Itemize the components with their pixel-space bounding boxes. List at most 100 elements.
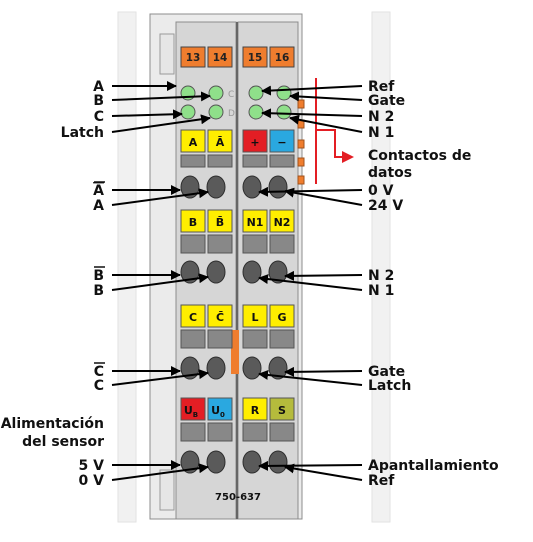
terminal-number-row: 13 14 15 16	[180, 46, 295, 68]
chip-minus	[269, 129, 295, 153]
chip-b-bar	[207, 209, 233, 233]
label-n2-mid: N 2	[368, 268, 394, 284]
label-latch-mid: Latch	[368, 378, 411, 394]
clamp	[206, 356, 226, 380]
label-n1-mid: N 1	[368, 283, 394, 299]
left-arrows	[111, 81, 211, 481]
clamp	[206, 260, 226, 284]
chip-g	[269, 304, 295, 328]
clamp	[206, 450, 226, 474]
chip-u0	[207, 397, 233, 421]
label-c-plain: C	[94, 378, 104, 394]
label-b-bar: B	[93, 268, 104, 284]
label-b: B	[93, 93, 104, 109]
clamp	[206, 175, 226, 199]
terminal-number-13-label: 13	[186, 52, 201, 64]
clamp	[180, 175, 200, 199]
clamp	[268, 175, 288, 199]
label-latch: Latch	[61, 125, 104, 141]
chip-n1	[242, 209, 268, 233]
label-gate-mid: Gate	[368, 364, 405, 380]
chip-c-label: C	[189, 311, 197, 324]
label-ref-bottom: Ref	[368, 473, 395, 489]
led-letter-d: D	[228, 109, 235, 119]
terminal-number-16	[269, 46, 295, 68]
chip-ub	[180, 397, 206, 421]
chip-l	[242, 304, 268, 328]
clamp	[242, 450, 262, 474]
chip-minus-label: −	[277, 136, 286, 149]
chip-row-1: A Ā + −	[180, 129, 295, 153]
led-letter-c: C	[228, 90, 234, 100]
label-ref-top: Ref	[368, 79, 395, 95]
chip-s-label: S	[278, 404, 286, 417]
chip-r-label: R	[251, 404, 260, 417]
chip-s	[269, 397, 295, 421]
status-led	[208, 104, 224, 120]
label-24v: 24 V	[368, 198, 403, 214]
right-arrows	[258, 85, 363, 481]
label-power-line1: Alimentación	[1, 416, 104, 432]
terminal-number-16-label: 16	[275, 52, 290, 64]
label-a-bar: A	[93, 183, 104, 199]
chip-row-2: B B̄ N1 N2	[180, 209, 295, 233]
label-0v: 0 V	[79, 473, 105, 489]
chip-b-label: B	[189, 216, 197, 229]
chip-n2	[269, 209, 295, 233]
label-n1-top: N 1	[368, 125, 394, 141]
terminal-number-14	[207, 46, 233, 68]
left-labels: A B C Latch A A B B C C Alimentación del…	[1, 79, 105, 489]
chip-u0-label: U0	[211, 404, 225, 419]
right-labels: Ref Gate N 2 N 1 Contactos de datos 0 V …	[368, 79, 499, 489]
chip-c-bar	[207, 304, 233, 328]
chip-a-bar-label: Ā	[216, 136, 225, 149]
slot-blocks	[180, 154, 295, 442]
chip-l-label: L	[251, 311, 258, 324]
chip-plus	[242, 129, 268, 153]
chip-a-bar	[207, 129, 233, 153]
chip-c	[180, 304, 206, 328]
clamp	[242, 175, 262, 199]
terminal-number-14-label: 14	[213, 52, 228, 64]
label-shield: Apantallamiento	[368, 458, 499, 474]
terminal-number-13	[180, 46, 206, 68]
chip-g-label: G	[277, 311, 286, 324]
status-led	[276, 104, 292, 120]
label-data-contacts-1: Contactos de	[368, 148, 471, 164]
chip-n2-label: N2	[274, 216, 291, 229]
chip-plus-label: +	[250, 136, 259, 149]
chip-a	[180, 129, 206, 153]
chip-a-label: A	[189, 136, 198, 149]
chip-b-bar-label: B̄	[216, 216, 224, 229]
label-a-plain: A	[93, 198, 104, 214]
clamp	[180, 356, 200, 380]
background-rails	[117, 11, 391, 523]
label-n2-top: N 2	[368, 109, 394, 125]
model-number: 750-637	[215, 492, 261, 503]
status-led	[180, 104, 196, 120]
terminal-number-15-label: 15	[248, 52, 263, 64]
terminal-number-15	[242, 46, 268, 68]
chip-n1-label: N1	[247, 216, 264, 229]
clamp	[180, 260, 200, 284]
data-contacts-bracket	[315, 78, 354, 184]
label-c-bar: C	[94, 364, 104, 380]
status-led	[208, 85, 224, 101]
clamp	[268, 450, 288, 474]
status-led	[276, 85, 292, 101]
chip-row-4: UB U0 R S	[180, 397, 295, 421]
chip-c-bar-label: C̄	[216, 311, 224, 324]
label-a: A	[93, 79, 104, 95]
label-data-contacts-2: datos	[368, 165, 412, 181]
status-led	[248, 85, 264, 101]
chip-row-3: C C̄ L G	[180, 304, 295, 374]
clamp	[180, 450, 200, 474]
label-power-line2: del sensor	[22, 434, 104, 450]
label-gate-top: Gate	[368, 93, 405, 109]
clamp	[242, 356, 262, 380]
label-b-plain: B	[93, 283, 104, 299]
orange-indicator-strip	[231, 330, 239, 374]
status-led	[248, 104, 264, 120]
chip-ub-label: UB	[184, 404, 198, 419]
